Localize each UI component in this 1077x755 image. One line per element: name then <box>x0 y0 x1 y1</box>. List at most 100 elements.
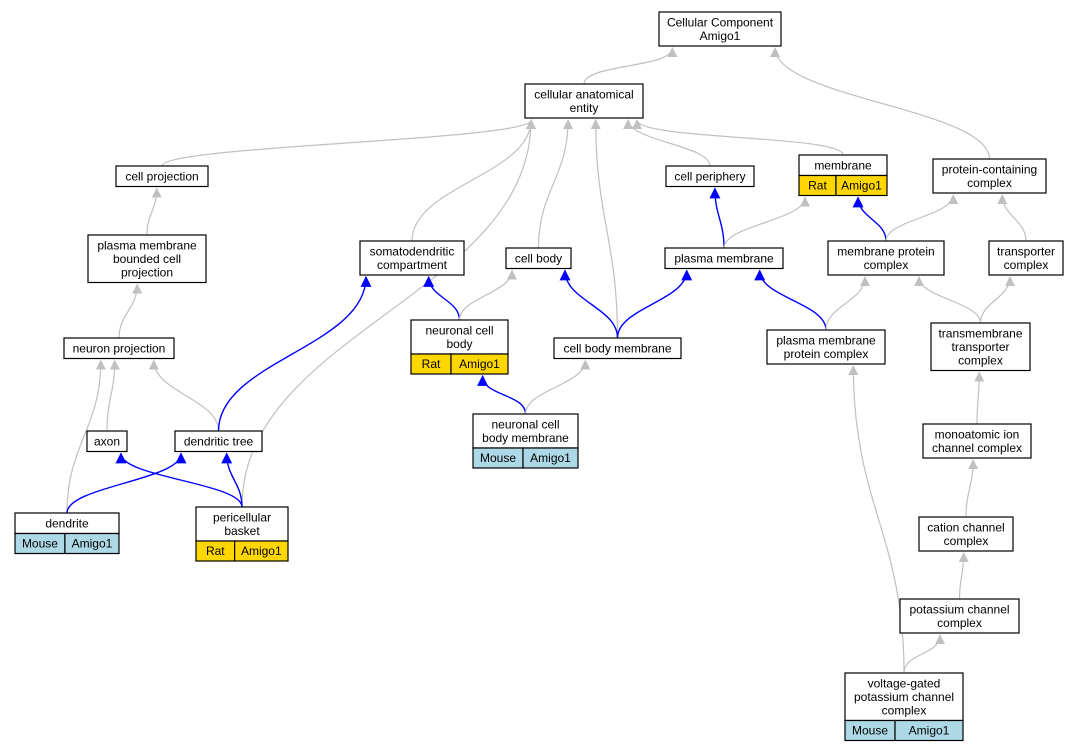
node-label-line: neuron projection <box>73 342 166 356</box>
edge-part-of-pericellular-basket-to-dendritic-tree <box>221 452 243 508</box>
node-box <box>524 83 644 119</box>
species-cell-label: Rat <box>808 179 827 193</box>
node-label-line: complex <box>864 258 909 272</box>
species-cell-label: Mouse <box>22 537 58 551</box>
edge-is-a-cell-body-to-cellular-anatomical-entity <box>537 119 574 249</box>
node-label-line: transmembrane <box>938 327 1022 341</box>
node-label-line: monoatomic ion <box>935 428 1020 442</box>
node-label-line: cell periphery <box>674 170 745 184</box>
edge-is-a-membrane-protein-complex-to-protein-containing-complex <box>885 194 959 242</box>
node-box <box>195 506 289 542</box>
node-label-line: Cellular Component <box>667 16 774 30</box>
node-label-line: cell body <box>515 252 562 266</box>
edge-is-a-transmembrane-transporter-complex-to-transporter-complex <box>979 276 1016 324</box>
node-box <box>472 413 579 449</box>
node-label-line: cellular anatomical <box>534 88 633 102</box>
node-cell-projection[interactable]: cell projection <box>115 165 209 188</box>
node-label-line: plasma membrane <box>674 252 774 266</box>
node-label-line: protein-containing <box>942 163 1037 177</box>
node-cell-periphery[interactable]: cell periphery <box>665 165 755 188</box>
node-box <box>174 430 263 453</box>
node-label-line: body membrane <box>482 431 569 445</box>
node-label-line: dendritic tree <box>184 435 254 449</box>
edge-part-of-plasma-membrane-protein-complex-to-plasma-membrane <box>754 269 827 331</box>
node-label-line: body <box>446 337 472 351</box>
node-label-line: cation channel <box>927 521 1004 535</box>
edge-is-a-somatodendritic-compartment-to-cellular-anatomical-entity <box>411 119 536 242</box>
node-box <box>899 598 1020 634</box>
node-label-line: complex <box>937 616 982 630</box>
node-box <box>553 337 682 360</box>
edge-is-a-protein-containing-complex-to-cellular-component <box>770 47 991 160</box>
gene-cell-label: Amigo1 <box>841 179 882 193</box>
edge-is-a-potassium-channel-complex-to-cation-channel-complex <box>958 552 969 600</box>
node-box <box>932 158 1047 194</box>
node-label-line: transporter <box>997 245 1055 259</box>
node-cell-body-membrane[interactable]: cell body membrane <box>553 337 682 360</box>
node-label-line: cell projection <box>125 170 198 184</box>
node-label-line: entity <box>570 101 599 115</box>
node-label-line: plasma membrane <box>776 334 876 348</box>
edge-is-a-axon-to-neuron-projection <box>106 359 120 432</box>
species-cell-label: Mouse <box>480 451 516 465</box>
node-label-line: bounded cell <box>113 252 181 266</box>
edge-is-a-plasma-membrane-protein-complex-to-membrane-protein-complex <box>825 276 870 331</box>
gene-cell <box>522 447 579 469</box>
node-label-line: complex <box>882 704 927 718</box>
node-box <box>918 516 1014 552</box>
node-box <box>505 247 572 270</box>
edge-is-a-dendrite-to-neuron-projection <box>66 359 106 514</box>
node-cell-body[interactable]: cell body <box>505 247 572 270</box>
node-dendritic-tree[interactable]: dendritic tree <box>174 430 263 453</box>
node-label-line: basket <box>224 524 260 538</box>
edge-is-a-membrane-to-cellular-anatomical-entity <box>632 119 844 156</box>
edges-layer <box>66 47 1027 674</box>
node-label-line: potassium channel <box>909 603 1009 617</box>
node-box <box>922 423 1032 459</box>
node-neuron-projection[interactable]: neuron projection <box>63 337 175 360</box>
node-label-line: Amigo1 <box>700 29 741 43</box>
edge-is-a-voltage-gated-potassium-channel-complex-to-plasma-membrane-protein-complex <box>848 365 905 674</box>
node-label-line: complex <box>944 534 989 548</box>
species-cell-label: Rat <box>422 357 441 371</box>
node-box <box>115 165 209 188</box>
node-box <box>359 240 465 276</box>
edge-is-a-neuronal-cell-body-to-cell-body <box>458 269 517 321</box>
edge-part-of-pericellular-basket-to-axon <box>115 452 243 508</box>
node-label-line: transporter <box>951 340 1009 354</box>
node-label-line: complex <box>958 354 1003 368</box>
edge-part-of-neuronal-cell-body-to-somatodendritic-compartment <box>423 275 461 321</box>
node-label-line: cell body membrane <box>563 342 671 356</box>
node-label-line: voltage-gated <box>868 677 941 691</box>
gene-cell-label: Amigo1 <box>909 724 950 738</box>
gene-cell-label: Amigo1 <box>459 357 500 371</box>
node-plasma-membrane[interactable]: plasma membrane <box>664 247 784 270</box>
node-axon[interactable]: axon <box>86 430 128 453</box>
node-label-line: axon <box>94 435 120 449</box>
gene-cell <box>894 719 964 742</box>
node-label-line: compartment <box>377 258 448 272</box>
edge-part-of-neuronal-cell-body-membrane-to-neuronal-cell-body <box>477 374 527 415</box>
node-box <box>87 234 207 284</box>
node-label-line: somatodendritic <box>370 245 455 259</box>
node-box <box>844 672 964 722</box>
